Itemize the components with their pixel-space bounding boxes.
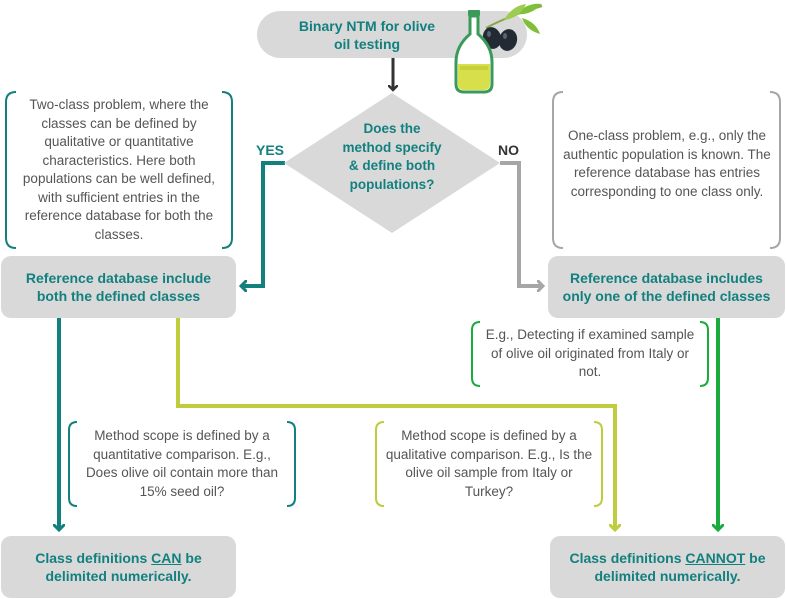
reference-both-classes-text: Reference database include both the defi… [25, 270, 212, 304]
qualitative-scope-note: Method scope is defined by a qualitative… [385, 428, 593, 499]
right-note-bracket-right [769, 91, 781, 249]
example-note-bracket-left [471, 321, 481, 387]
cannot-delimit-text: Class definitions CANNOT be delimited nu… [560, 549, 775, 585]
title-text: Binary NTM for olive oil testing [298, 17, 436, 52]
can-text-pre: Class definitions [35, 550, 152, 566]
left-note-bracket-left [5, 91, 17, 249]
can-delimit-text: Class definitions CAN be delimited numer… [15, 549, 222, 585]
decision-text: Does the method specify & define both po… [342, 121, 442, 192]
cannot-text-emph: CANNOT [685, 550, 746, 566]
no-label: NO [498, 142, 519, 158]
two-class-note: Two-class problem, where the classes can… [22, 97, 216, 242]
quant-note-bracket-right [286, 421, 296, 507]
can-delimit-box: Class definitions CAN be delimited numer… [1, 536, 236, 598]
arrow-left-to-cannot [176, 318, 615, 530]
reference-one-class-text: Reference database includes only one of … [562, 270, 771, 304]
arrow-yes [241, 161, 285, 286]
yes-label: YES [256, 142, 285, 158]
qual-note-bracket-right [593, 421, 603, 507]
example-note-bracket-right [699, 321, 709, 387]
cannot-text-pre: Class definitions [569, 550, 686, 566]
cannot-text-post: be delimited numerically. [594, 550, 766, 584]
one-class-note: One-class problem, e.g., only the authen… [563, 128, 771, 199]
reference-one-class-box: Reference database includes only one of … [548, 256, 785, 318]
qual-note-bracket-left [375, 421, 385, 507]
left-note-bracket-right [221, 91, 233, 249]
reference-both-classes-box: Reference database include both the defi… [1, 256, 236, 318]
arrow-no [500, 161, 543, 286]
can-text-post: be delimited numerically. [45, 550, 202, 584]
quant-note-bracket-left [68, 421, 78, 507]
italy-example-note: E.g., Detecting if examined sample of ol… [485, 327, 695, 380]
quantitative-scope-note: Method scope is defined by a quantitativ… [85, 428, 279, 499]
olive-oil-bottle-icon [454, 3, 543, 94]
decision-diamond [284, 93, 500, 233]
cannot-delimit-box: Class definitions CANNOT be delimited nu… [550, 536, 785, 598]
right-note-bracket-left [552, 91, 564, 249]
can-text-emph: CAN [151, 550, 182, 566]
